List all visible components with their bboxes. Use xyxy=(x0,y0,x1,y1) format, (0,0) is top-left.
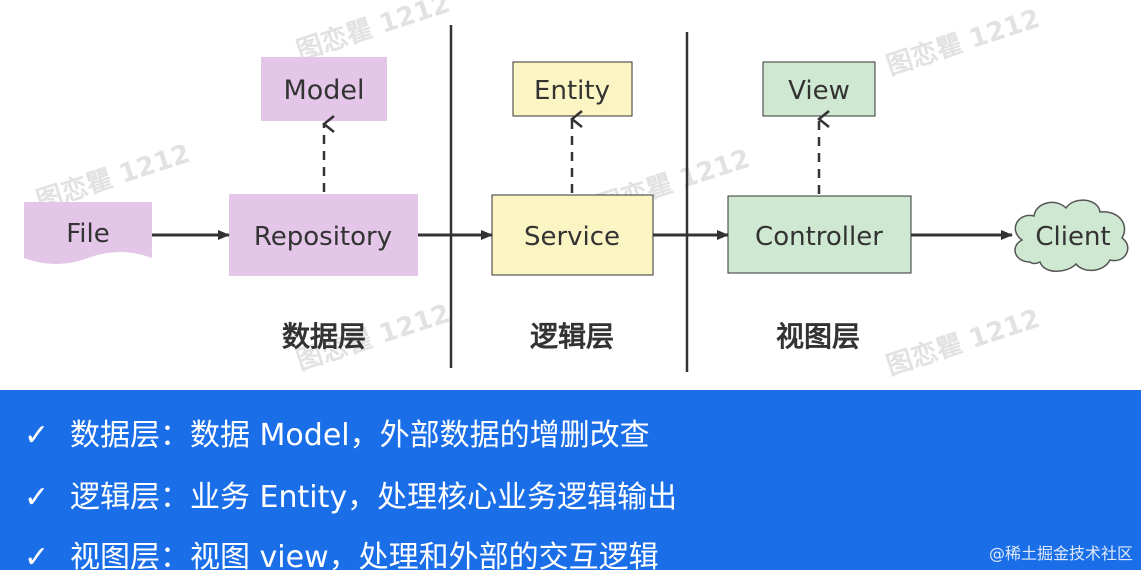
client-cloud-shape xyxy=(1014,199,1129,272)
repository-node: Repository xyxy=(229,194,418,276)
summary-item: ✓ 逻辑层：业务 Entity，处理核心业务逻辑输出 xyxy=(24,472,677,516)
model-label: Model xyxy=(283,75,364,106)
checkmark-icon: ✓ xyxy=(24,480,50,515)
source-credit: @稀土掘金技术社区 xyxy=(988,544,1133,563)
entity-label: Entity xyxy=(534,76,610,106)
layer-label-view: 视图层 xyxy=(776,320,860,353)
summary-text: 视图层：视图 view，处理和外部的交互逻辑 xyxy=(70,540,659,575)
entity-node: Entity xyxy=(512,61,633,117)
layer-label-data: 数据层 xyxy=(282,320,366,353)
repository-label: Repository xyxy=(254,222,392,252)
watermark-text: 图恋瞿 1212 xyxy=(883,3,1044,82)
model-box xyxy=(261,57,387,121)
layer-label-logic: 逻辑层 xyxy=(530,320,614,353)
service-node: Service xyxy=(491,194,654,276)
view-node: View xyxy=(762,61,876,117)
file-node: File xyxy=(24,202,152,264)
file-label: File xyxy=(66,219,110,249)
client-label: Client xyxy=(1035,222,1110,252)
summary-panel: ✓ 数据层：数据 Model，外部数据的增删改查 ✓ 逻辑层：业务 Entity，处… xyxy=(0,390,1141,575)
summary-item: ✓ 数据层：数据 Model，外部数据的增删改查 xyxy=(24,410,650,454)
summary-text: 逻辑层：业务 Entity，处理核心业务逻辑输出 xyxy=(70,480,678,515)
checkmark-icon: ✓ xyxy=(24,540,50,575)
view-box xyxy=(762,61,876,117)
summary-text: 数据层：数据 Model，外部数据的增删改查 xyxy=(70,418,650,453)
service-label: Service xyxy=(524,222,620,252)
model-node: Model xyxy=(261,57,387,121)
controller-node: Controller xyxy=(727,195,912,274)
file-shape xyxy=(24,202,152,264)
repository-box xyxy=(229,194,418,276)
controller-label: Controller xyxy=(755,222,883,252)
architecture-diagram: 图恋瞿 1212 图恋瞿 1212 图恋瞿 1212 图恋瞿 1212 图恋瞿 … xyxy=(24,0,1129,382)
summary-item: ✓ 视图层：视图 view，处理和外部的交互逻辑 xyxy=(24,532,659,576)
watermark-text: 图恋瞿 1212 xyxy=(883,303,1044,382)
service-box xyxy=(491,194,654,276)
client-node: Client xyxy=(1014,199,1129,272)
controller-box xyxy=(727,195,912,274)
view-label: View xyxy=(788,76,850,106)
entity-box xyxy=(512,61,633,117)
watermark-text: 图恋瞿 1212 xyxy=(293,0,454,67)
checkmark-icon: ✓ xyxy=(24,418,50,453)
